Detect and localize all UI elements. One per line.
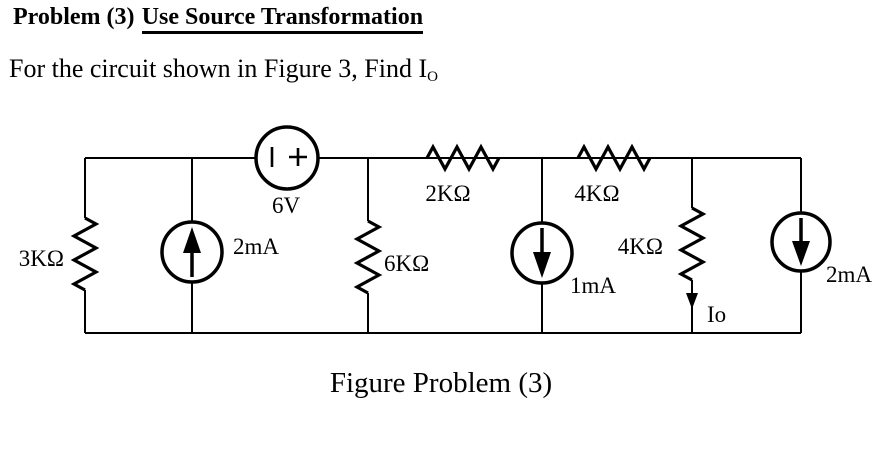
voltage-source-6v-circle	[254, 125, 320, 191]
resistor-4k-top-zigzag	[576, 143, 652, 173]
down-arrow-icon	[792, 241, 810, 266]
down-arrow-icon	[533, 252, 551, 278]
resistor-3k-label: 3KΩ	[19, 246, 64, 271]
current-source-1ma-label: 1mA	[570, 273, 616, 298]
voltage-source-6v-label: 6V	[272, 193, 301, 218]
resistor-6k-label: 6KΩ	[384, 251, 429, 276]
problem-statement: For the circuit shown in Figure 3, Find …	[9, 54, 438, 84]
current-source-1ma: 1mA	[510, 221, 616, 298]
problem-title: Problem (3)Use Source Transformation	[13, 4, 424, 34]
current-subscript: O	[427, 68, 439, 85]
plus-terminal-icon	[289, 148, 307, 166]
current-source-2ma-right: 2mA	[770, 211, 872, 287]
resistor-4k-right-zigzag	[677, 206, 707, 282]
resistor-2k: 2KΩ	[425, 143, 501, 206]
resistor-3k: 3KΩ	[19, 216, 100, 292]
resistor-4k-top-label: 4KΩ	[574, 181, 619, 206]
io-label: Io	[707, 302, 726, 327]
current-source-2ma-left-label: 2mA	[233, 234, 279, 259]
resistor-2k-label: 2KΩ	[425, 181, 470, 206]
resistor-6k-zigzag	[353, 219, 383, 295]
resistor-6k: 6KΩ	[353, 219, 429, 295]
resistor-2k-zigzag	[425, 143, 501, 173]
problem-number: Problem (3)	[13, 4, 135, 30]
current-source-2ma-left: 2mA	[160, 220, 279, 284]
resistor-4k-right: 4KΩ Io	[618, 206, 726, 327]
resistor-3k-zigzag	[70, 216, 100, 292]
voltage-source-6v: 6V	[254, 125, 320, 218]
problem-topic: Use Source Transformation	[141, 4, 424, 34]
current-source-2ma-right-label: 2mA	[826, 262, 872, 287]
resistor-4k-top: 4KΩ	[574, 143, 652, 206]
up-arrow-icon	[183, 227, 201, 253]
problem-statement-text: For the circuit shown in Figure 3, Find …	[9, 54, 428, 83]
io-arrow-icon	[686, 293, 698, 309]
figure-caption: Figure Problem (3)	[329, 367, 553, 399]
resistor-4k-right-label: 4KΩ	[618, 234, 663, 259]
